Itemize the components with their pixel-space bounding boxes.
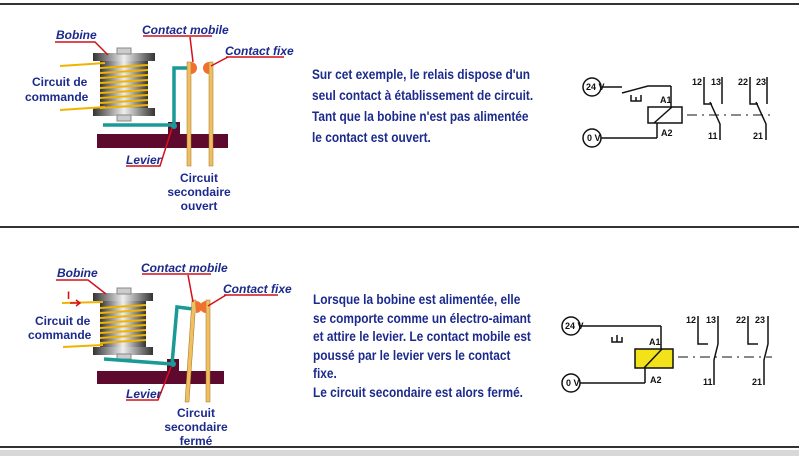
label-contact-mobile: Contact mobile — [141, 261, 228, 275]
description-closed: Lorsque la bobine est alimentée, elle se… — [313, 291, 531, 403]
label-secondaire-2: secondaire — [167, 185, 231, 199]
middle-divider — [0, 226, 799, 228]
schematic-closed: 24 V 0 V A1 A2 12 13 22 23 11 21 — [561, 315, 772, 393]
label-contact-fixe: Contact fixe — [223, 282, 292, 296]
terminal-0v: 0 V — [587, 133, 601, 143]
label-current-i: I — [67, 290, 70, 302]
mobile-contact-blade — [184, 299, 197, 403]
terminal-a1: A1 — [649, 337, 661, 347]
terminal-a1: A1 — [660, 95, 672, 105]
description-line: Tant que la bobine n'est pas alimentée — [312, 109, 529, 124]
description-line: et attire le levier. Le contact mobile e… — [313, 329, 531, 345]
description-line: fixe. — [313, 366, 337, 382]
terminal-21: 21 — [753, 131, 763, 141]
fixed-contact-blade — [205, 299, 211, 403]
description-line: Le circuit secondaire est alors fermé. — [313, 384, 523, 400]
description-line: Lorsque la bobine est alimentée, elle — [313, 292, 521, 307]
terminal-0v: 0 V — [566, 378, 580, 388]
description-line: poussé par le levier vers le contact — [313, 347, 511, 363]
terminal-21: 21 — [752, 377, 762, 387]
label-circuit-commande-1: Circuit de — [35, 314, 91, 328]
terminal-13: 13 — [711, 77, 721, 87]
label-levier: Levier — [126, 153, 163, 167]
description-open: Sur cet exemple, le relais dispose d'un … — [312, 64, 533, 148]
terminal-11: 11 — [708, 131, 718, 141]
coil-winding — [61, 301, 147, 348]
terminal-a2: A2 — [650, 375, 662, 385]
coil-core — [100, 56, 148, 112]
bottom-divider — [0, 446, 799, 448]
label-circuit-commande-2: commande — [28, 328, 92, 342]
description-line: se comporte comme un électro-aimant — [313, 310, 531, 326]
label-bobine: Bobine — [56, 28, 97, 42]
terminal-23: 23 — [755, 315, 765, 325]
relay-base — [97, 371, 224, 384]
top-divider — [0, 3, 799, 5]
description-line: le contact est ouvert. — [312, 130, 431, 145]
label-bobine: Bobine — [57, 266, 98, 280]
terminal-22: 22 — [738, 77, 748, 87]
label-circuit-commande-2: commande — [25, 90, 89, 104]
current-arrow — [70, 299, 82, 307]
terminal-a2: A2 — [661, 128, 673, 138]
label-contact-fixe: Contact fixe — [225, 44, 294, 58]
relay-closed-illustration: Bobine I Contact mobile Contact fixe Cir… — [28, 261, 292, 448]
terminal-12: 12 — [692, 77, 702, 87]
description-line: seul contact à établissement de circuit. — [312, 88, 534, 103]
terminal-11: 11 — [703, 377, 713, 387]
terminal-22: 22 — [736, 315, 746, 325]
relay-base — [97, 134, 228, 148]
label-circuit-commande-1: Circuit de — [32, 75, 88, 89]
label-secondaire-3: ouvert — [181, 199, 218, 213]
label-secondaire-3: fermé — [180, 434, 213, 448]
label-secondaire-1: Circuit — [180, 171, 218, 185]
horizontal-scrollbar[interactable] — [0, 450, 799, 456]
relay-open-illustration: Bobine Contact mobile Contact fixe Circu… — [25, 23, 294, 213]
label-secondaire-1: Circuit — [177, 406, 215, 420]
mobile-contact-blade — [186, 61, 192, 167]
terminal-12: 12 — [686, 315, 696, 325]
coil-winding — [59, 62, 149, 111]
lever — [103, 305, 194, 366]
terminal-24v: 24 V — [565, 321, 584, 331]
terminal-24v: 24 V — [586, 82, 605, 92]
fixed-contact-blade — [208, 61, 214, 167]
lever — [103, 66, 190, 127]
terminal-13: 13 — [706, 315, 716, 325]
label-levier: Levier — [126, 387, 163, 401]
label-contact-mobile: Contact mobile — [142, 23, 229, 37]
panel-closed-contact: Bobine I Contact mobile Contact fixe Cir… — [0, 222, 799, 450]
label-secondaire-2: secondaire — [164, 420, 228, 434]
schematic-open: 24 V 0 V A1 A2 12 13 22 23 11 21 — [582, 77, 770, 148]
terminal-23: 23 — [756, 77, 766, 87]
description-line: Sur cet exemple, le relais dispose d'un — [312, 67, 531, 82]
panel-open-contact: Bobine Contact mobile Contact fixe Circu… — [0, 0, 799, 226]
